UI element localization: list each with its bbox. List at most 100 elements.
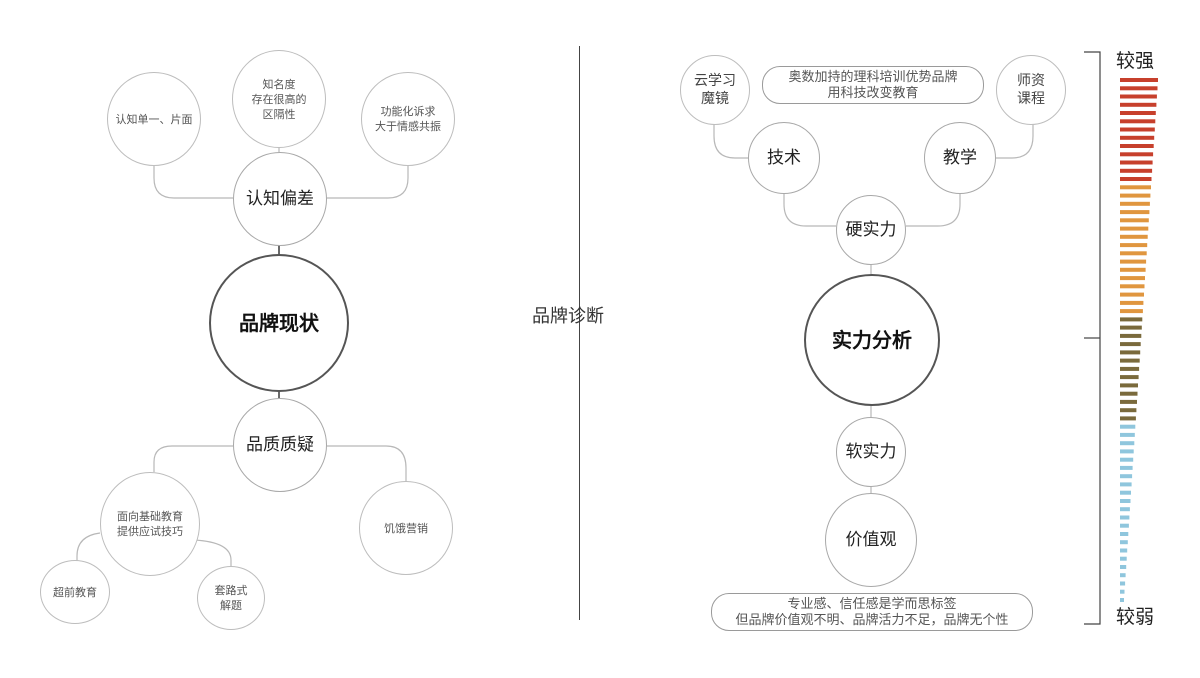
scale-bar: [1120, 540, 1128, 545]
scale-bar: [1120, 474, 1133, 479]
values-node: 价值观: [825, 493, 917, 587]
doubt-item-advanced-education-label: 超前教育: [53, 585, 97, 599]
hard-power-node: 硬实力: [836, 195, 906, 265]
brand-diagnosis-label: 品牌诊断: [532, 306, 604, 327]
strength-analysis-core-label: 实力分析: [832, 328, 912, 352]
scale-bar: [1120, 102, 1157, 107]
bias-item-one-sided-label: 认知单一、片面: [115, 112, 193, 126]
cognitive-bias-label: 认知偏差: [246, 189, 314, 209]
bias-item-function: 功能化诉求 大于情感共振: [361, 72, 455, 166]
scale-bar: [1120, 556, 1127, 561]
scale-bar: [1120, 383, 1138, 388]
quality-doubt-node: 品质质疑: [233, 398, 327, 492]
scale-bar: [1120, 193, 1151, 198]
doubt-item-formula-solving: 套路式 解题: [197, 566, 265, 630]
scale-bar: [1120, 300, 1144, 305]
cognitive-bias-node: 认知偏差: [233, 152, 327, 246]
scale-bar: [1120, 325, 1142, 330]
teaching-label: 教学: [943, 148, 977, 168]
soft-power-node: 软实力: [836, 417, 906, 487]
scale-bar: [1120, 218, 1149, 223]
scale-weak-label: 较弱: [1116, 606, 1155, 628]
bias-item-one-sided: 认知单一、片面: [107, 72, 201, 166]
bias-item-awareness-label: 知名度 存在很高的 区隔性: [251, 77, 307, 121]
scale-bar: [1120, 449, 1134, 454]
bias-item-function-label: 功能化诉求 大于情感共振: [375, 105, 441, 133]
scale-bar: [1120, 465, 1133, 470]
scale-bar: [1120, 399, 1137, 404]
scale-bar: [1120, 457, 1134, 462]
scale-bar: [1120, 111, 1156, 115]
scale-bar: [1120, 432, 1135, 437]
values-note: 专业感、信任感是学而思标签 但品牌价值观不明、品牌活力不足，品牌无个性: [711, 593, 1033, 631]
scale-bar: [1120, 532, 1129, 536]
scale-bar: [1120, 243, 1148, 248]
cloud-mirror-node: 云学习 魔镜: [680, 55, 750, 125]
faculty-course-node: 师资 课程: [996, 55, 1066, 125]
hard-power-label: 硬实力: [845, 220, 897, 240]
scale-bar: [1120, 309, 1143, 314]
doubt-item-basic-education-label: 面向基础教育 提供应试技巧: [117, 510, 183, 538]
scale-bar: [1120, 226, 1149, 231]
doubt-item-formula-solving-label: 套路式 解题: [214, 584, 248, 612]
scale-bar: [1120, 185, 1151, 190]
strength-scale: [1084, 51, 1158, 625]
scale-bar: [1120, 342, 1141, 347]
scale-bar: [1120, 119, 1156, 124]
tech-label: 技术: [767, 148, 801, 168]
scale-bar: [1120, 375, 1139, 380]
scale-bar: [1120, 251, 1147, 256]
scale-bar: [1120, 515, 1130, 520]
scale-bar: [1120, 424, 1136, 429]
bias-item-awareness: 知名度 存在很高的 区隔性: [232, 50, 326, 148]
scale-bar: [1120, 523, 1129, 528]
scale-bar: [1120, 201, 1150, 206]
scale-bar: [1120, 350, 1141, 355]
teaching-node: 教学: [924, 122, 996, 194]
scale-bar: [1120, 573, 1126, 578]
soft-power-label: 软实力: [845, 442, 897, 462]
scale-bar: [1120, 598, 1124, 602]
scale-bar: [1120, 234, 1148, 239]
scale-bar: [1120, 78, 1158, 82]
scale-bar: [1120, 267, 1146, 272]
scale-bar: [1120, 292, 1144, 297]
doubt-item-advanced-education: 超前教育: [40, 560, 110, 624]
scale-bar: [1120, 259, 1147, 264]
scale-bar: [1120, 358, 1140, 363]
scale-bar: [1120, 94, 1157, 99]
scale-bar: [1120, 441, 1135, 446]
tech-node: 技术: [748, 122, 820, 194]
faculty-course-label: 师资 课程: [1017, 73, 1045, 107]
scale-bar: [1120, 177, 1152, 181]
doubt-item-hunger-marketing-label: 饥饿营销: [384, 521, 428, 535]
scale-bar: [1120, 416, 1136, 421]
scale-bar: [1120, 276, 1145, 281]
scale-bar: [1120, 86, 1158, 91]
scale-bar: [1120, 160, 1153, 165]
scale-bar: [1120, 565, 1127, 569]
scale-bar: [1120, 366, 1140, 371]
doubt-item-basic-education: 面向基础教育 提供应试技巧: [100, 472, 200, 576]
cloud-mirror-label: 云学习 魔镜: [694, 73, 736, 107]
scale-bar: [1120, 589, 1125, 594]
scale-bar: [1120, 144, 1154, 148]
quality-doubt-label: 品质质疑: [246, 435, 314, 455]
scale-bar: [1120, 152, 1154, 157]
hard-power-note: 奥数加持的理科培训优势品牌 用科技改变教育: [762, 66, 984, 104]
scale-bar: [1120, 482, 1132, 487]
strength-analysis-core-node: 实力分析: [804, 274, 940, 406]
center-divider: [579, 46, 580, 620]
doubt-item-hunger-marketing: 饥饿营销: [359, 481, 453, 575]
scale-bar: [1120, 210, 1150, 215]
scale-bar: [1120, 581, 1126, 586]
scale-bar: [1120, 507, 1130, 512]
scale-bar: [1120, 135, 1155, 140]
scale-bar: [1120, 499, 1131, 503]
values-label: 价值观: [845, 530, 897, 550]
scale-bar: [1120, 333, 1142, 338]
scale-bar: [1120, 168, 1153, 173]
scale-bar: [1120, 548, 1128, 553]
scale-bar: [1120, 490, 1131, 495]
